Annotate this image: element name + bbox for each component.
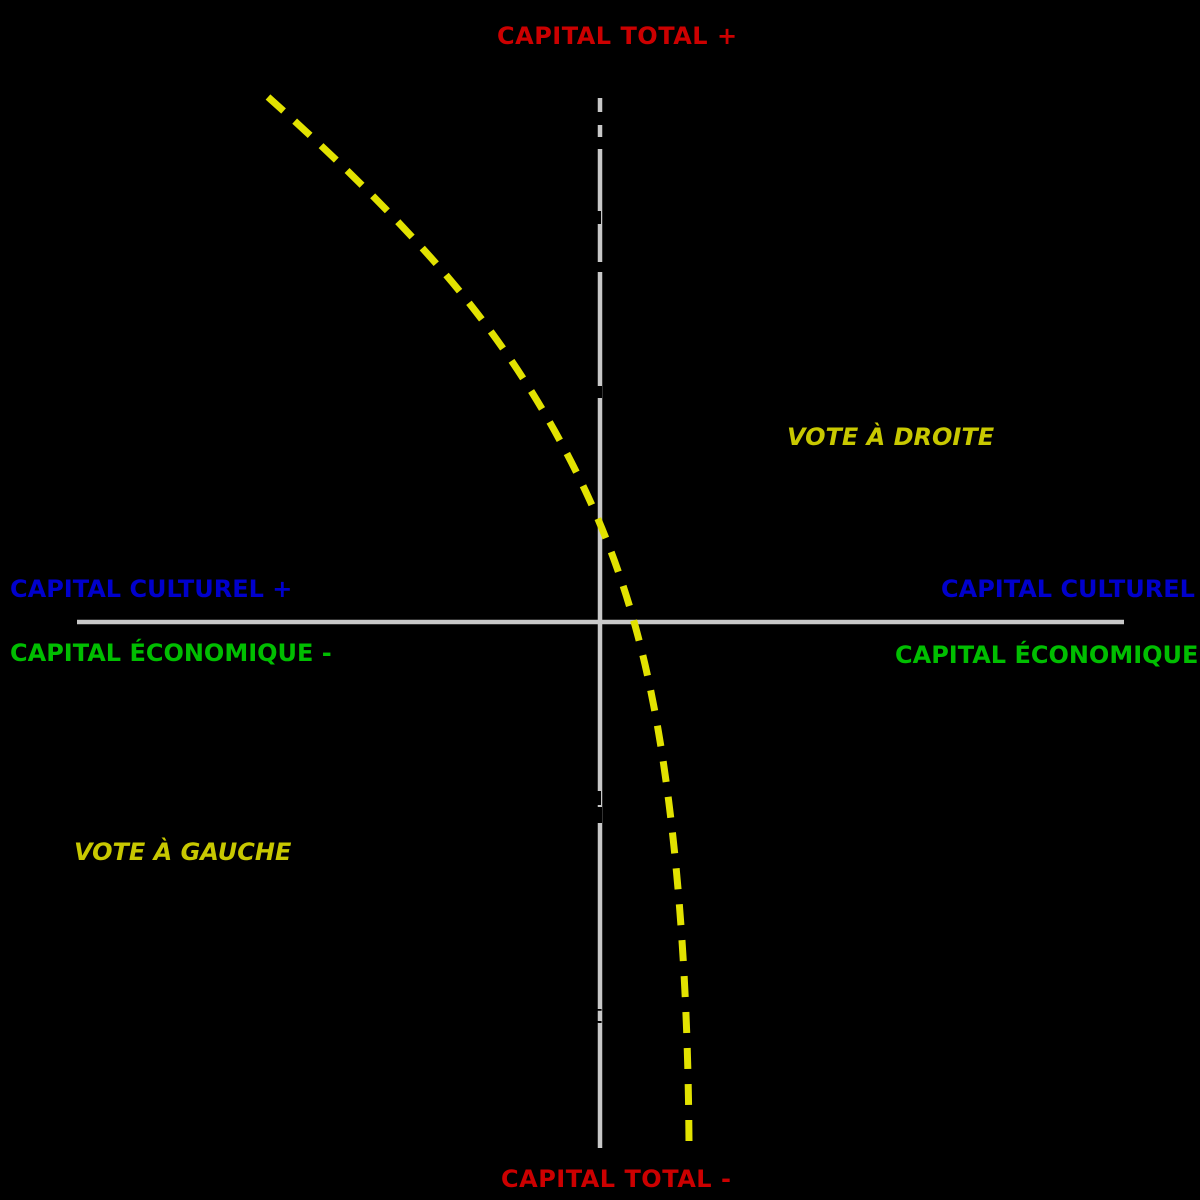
- capital-economique-minus-label: CAPITAL ÉCONOMIQUE -: [10, 639, 332, 667]
- capital-economique-right-label: CAPITAL ÉCONOMIQUE: [895, 641, 1199, 669]
- capital-culturel-plus-label: CAPITAL CULTUREL +: [10, 575, 293, 603]
- axis-text-fragment: [595, 211, 601, 224]
- axis-text-fragment: [593, 807, 602, 823]
- vote-a-gauche-label: VOTE À GAUCHE: [74, 838, 292, 866]
- axis-text-fragment: [596, 112, 603, 125]
- vote-a-droite-label: VOTE À DROITE: [787, 423, 995, 451]
- axis-text-fragment-letter: t: [592, 1000, 603, 1030]
- axis-text-fragment: [592, 791, 601, 805]
- political-divide-dashed-curve: [265, 94, 693, 1144]
- axis-text-fragment: [596, 262, 603, 272]
- capital-total-plus-label: CAPITAL TOTAL +: [497, 22, 738, 50]
- capital-culturel-right-label: CAPITAL CULTUREL: [941, 575, 1195, 603]
- capital-total-minus-label: CAPITAL TOTAL -: [501, 1165, 732, 1193]
- axis-text-fragment: [594, 386, 602, 398]
- axis-text-fragment: [595, 137, 603, 149]
